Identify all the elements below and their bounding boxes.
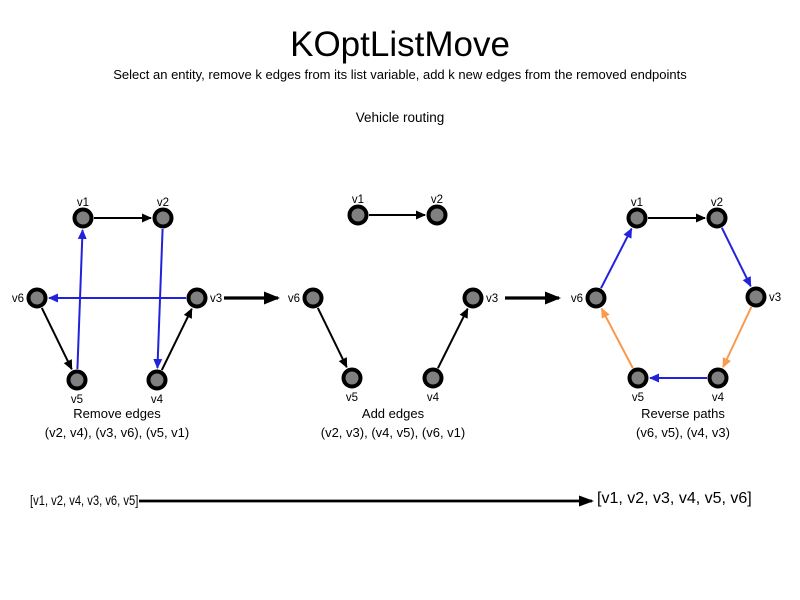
edge-add-edges-v6-v5 <box>316 307 348 369</box>
caption-reverse-paths-detail: (v6, v5), (v4, v3) <box>636 424 730 440</box>
node-reverse-paths-v4 <box>707 367 729 389</box>
node-label-reverse-paths-v4: v4 <box>712 392 725 404</box>
node-reverse-paths-v6 <box>585 287 607 309</box>
node-label-add-edges-v6: v6 <box>288 293 300 305</box>
node-remove-edges-v1 <box>72 207 94 229</box>
node-remove-edges-v5 <box>66 369 88 391</box>
node-reverse-paths-v5 <box>627 367 649 389</box>
edge-reverse-paths-v6-v1 <box>600 227 633 289</box>
node-add-edges-v3 <box>462 287 484 309</box>
caption-add-edges: Add edges (v2, v3), (v4, v5), (v6, v1) <box>273 405 513 442</box>
node-remove-edges-v4 <box>146 369 168 391</box>
node-label-remove-edges-v1: v1 <box>77 197 89 209</box>
node-label-add-edges-v3: v3 <box>486 293 498 305</box>
node-label-remove-edges-v4: v4 <box>151 394 164 406</box>
node-add-edges-v2 <box>426 204 448 226</box>
subtitle: Select an entity, remove k edges from it… <box>113 67 687 82</box>
edge-remove-edges-v6-v5 <box>40 307 73 371</box>
caption-reverse-paths-title: Reverse paths <box>641 406 725 421</box>
node-label-reverse-paths-v3: v3 <box>769 292 781 304</box>
node-label-remove-edges-v3: v3 <box>210 293 222 305</box>
list-after: [v1, v2, v3, v4, v5, v6] <box>597 490 752 507</box>
edge-remove-edges-v4-v3 <box>160 307 193 371</box>
node-label-reverse-paths-v6: v6 <box>571 293 583 305</box>
node-label-reverse-paths-v2: v2 <box>711 197 723 209</box>
node-remove-edges-v3 <box>186 287 208 309</box>
node-add-edges-v5 <box>341 367 363 389</box>
node-add-edges-v4 <box>422 367 444 389</box>
caption-add-edges-detail: (v2, v3), (v4, v5), (v6, v1) <box>320 424 466 440</box>
node-label-reverse-paths-v5: v5 <box>632 392 644 404</box>
node-label-add-edges-v4: v4 <box>427 392 440 404</box>
edge-remove-edges-v5-v1 <box>76 228 87 370</box>
edge-reverse-paths-v5-v6 <box>600 307 634 369</box>
edge-reverse-paths-v3-v4 <box>722 306 753 369</box>
node-label-add-edges-v5: v5 <box>346 392 358 404</box>
context-label: Vehicle routing <box>355 110 445 125</box>
page-title: KOptListMove <box>290 25 510 64</box>
node-add-edges-v1 <box>347 204 369 226</box>
node-label-reverse-paths-v1: v1 <box>631 197 643 209</box>
node-remove-edges-v2 <box>152 207 174 229</box>
edge-add-edges-v4-v3 <box>437 307 469 369</box>
node-reverse-paths-v2 <box>706 207 728 229</box>
caption-add-edges-title: Add edges <box>361 406 425 421</box>
caption-remove-edges-title: Remove edges <box>73 406 161 421</box>
caption-reverse-paths: Reverse paths (v6, v5), (v4, v3) <box>563 405 800 442</box>
caption-remove-edges-detail: (v2, v4), (v3, v6), (v5, v1) <box>44 424 190 440</box>
list-before: [v1, v2, v4, v3, v6, v5] <box>30 492 139 508</box>
node-add-edges-v6 <box>302 287 324 309</box>
node-reverse-paths-v1 <box>626 207 648 229</box>
node-label-add-edges-v1: v1 <box>352 194 364 206</box>
node-label-remove-edges-v2: v2 <box>157 197 169 209</box>
node-label-remove-edges-v6: v6 <box>12 293 24 305</box>
node-label-remove-edges-v5: v5 <box>71 394 83 406</box>
caption-remove-edges: Remove edges (v2, v4), (v3, v6), (v5, v1… <box>0 405 237 442</box>
node-remove-edges-v6 <box>26 287 48 309</box>
edge-reverse-paths-v2-v3 <box>720 227 752 288</box>
node-label-add-edges-v2: v2 <box>431 194 443 206</box>
node-reverse-paths-v3 <box>745 286 767 308</box>
